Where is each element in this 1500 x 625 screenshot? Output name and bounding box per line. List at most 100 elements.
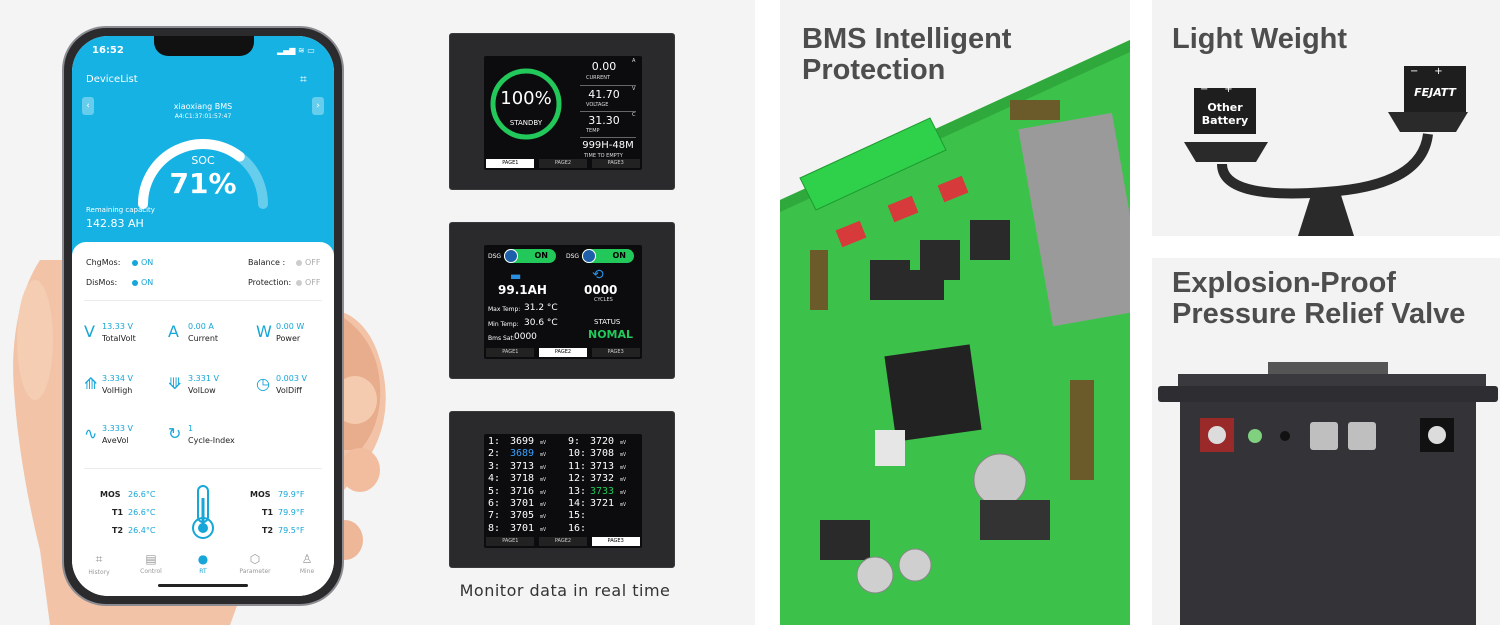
average-voltage-icon: ∿ (84, 424, 98, 443)
vol-diff-icon: ◷ (256, 374, 270, 393)
app-body: ChgMos: ON Balance : OFF DisMos: ON Prot… (72, 242, 334, 596)
page2-tab[interactable]: PAGE2 (538, 159, 587, 168)
metric-value: 13.33 V (102, 322, 133, 331)
soc-gauge (138, 139, 268, 209)
bms-title-line1: BMS Intelligent (802, 23, 1012, 55)
cell-voltage: 3701 (510, 522, 535, 534)
brand-battery-label: FEJATT (1414, 86, 1456, 99)
home-indicator[interactable] (158, 584, 248, 587)
page3-tab[interactable]: PAGE3 (591, 348, 640, 357)
voltage-value: 41.70 (588, 88, 620, 101)
tab-parameter[interactable]: ⬡Parameter (230, 552, 280, 575)
device-list-title[interactable]: DeviceList (86, 74, 138, 85)
cell-index: 7: (488, 510, 501, 522)
user-icon: ♙ (301, 552, 313, 566)
battery-icon: ▬ (510, 269, 522, 283)
cell-unit: mV (540, 501, 547, 508)
other-battery-label-1: Other (1207, 101, 1243, 114)
next-device-icon[interactable]: › (312, 97, 324, 115)
cell-unit: mV (620, 489, 627, 496)
temp-value: 79.9°F (278, 508, 305, 517)
page1-tab[interactable]: PAGE1 (486, 159, 535, 168)
temp-label: T1 (262, 508, 274, 517)
cell-index: 9: (568, 436, 581, 447)
cell-voltage-row: 15: (568, 510, 640, 522)
page2-tab[interactable]: PAGE2 (538, 348, 587, 357)
tab-label: Parameter (239, 568, 271, 575)
dismos-value: ON (141, 278, 154, 287)
lcd-display-page1: 100% STANDBY 0.00 A CURRENT 41.70 V VOLT… (449, 33, 675, 190)
power-icon: W (256, 322, 272, 341)
cell-unit: mV (540, 440, 547, 446)
cell-unit: mV (620, 452, 627, 459)
lcd-display-page2: DSG ON DSG ON ▬ ⟲ 99.1AH 0000 CYCLES Max… (449, 222, 675, 379)
balance-toggle[interactable]: OFF (296, 258, 321, 267)
soc-value: 71% (169, 167, 237, 200)
page3-tab[interactable]: PAGE3 (591, 159, 640, 168)
page-tabs: PAGE1 PAGE2 PAGE3 (484, 158, 642, 169)
dismos-toggle[interactable]: ON (132, 278, 153, 287)
protection-toggle[interactable]: OFF (296, 278, 321, 287)
dsg-switch-state: ON (612, 251, 627, 260)
cell-voltage-row: 4: 3718 mV (488, 473, 560, 485)
chgmos-label: ChgMos: (86, 258, 121, 267)
chgmos-toggle[interactable]: ON (132, 258, 153, 267)
tab-mine[interactable]: ♙Mine (282, 552, 332, 575)
battery-terminals-icon: − + (1410, 66, 1443, 77)
cycle-icon: ↻ (168, 424, 182, 443)
metric-value: 1 (188, 424, 194, 433)
cell-voltage: 3701 (510, 497, 535, 509)
page3-tab[interactable]: PAGE3 (591, 537, 640, 546)
cell-unit: mV (620, 440, 627, 446)
scan-icon[interactable]: ⌗ (300, 72, 307, 86)
cell-voltage: 3721 (590, 497, 615, 509)
page1-tab[interactable]: PAGE1 (486, 537, 535, 546)
vol-low-icon: ⟱ (168, 374, 182, 393)
cell-index: 2: (488, 448, 501, 460)
prev-device-icon[interactable]: ‹ (82, 97, 94, 115)
status-dot-icon (296, 259, 302, 266)
temp-label: MOS (100, 490, 121, 499)
cell-voltage: 3699 (510, 436, 535, 447)
metric-name: Current (188, 334, 219, 343)
tab-control[interactable]: ▤Control (126, 552, 176, 575)
cell-unit: mV (540, 477, 547, 484)
voltage-label: VOLTAGE (586, 102, 609, 108)
lcd-cycles: 0000 (584, 283, 618, 297)
metric-value: 0.00 A (188, 322, 214, 331)
metric-value: 3.334 V (102, 374, 133, 383)
lcd-cycles-label: CYCLES (594, 297, 613, 303)
cell-index: 14: (568, 497, 587, 509)
time-readout: 999H-48M TIME TO EMPTY (576, 138, 640, 159)
light-weight-panel: Light Weight − + Other Battery − + FEJAT… (1152, 0, 1500, 236)
balance-label: Balance : (248, 258, 286, 267)
metric-name: VolHigh (102, 386, 133, 395)
cell-index: 4: (488, 473, 501, 485)
app-and-display-panel: 16:52 ▂▄▆ ≋ ▭ DeviceList ⌗ ‹ › xiaoxiang… (0, 0, 755, 625)
light-weight-title: Light Weight (1172, 23, 1348, 55)
remaining-capacity-value: 142.83 AH (86, 217, 144, 230)
metric-name: VolLow (188, 386, 216, 395)
tab-history[interactable]: ⌗History (74, 552, 124, 576)
page1-tab[interactable]: PAGE1 (486, 348, 535, 357)
cell-unit: mV (540, 452, 547, 459)
cell-voltage: 3733 (590, 485, 615, 497)
cell-voltage: 3718 (510, 473, 535, 485)
balance-value: OFF (305, 258, 321, 267)
tab-label: History (88, 569, 110, 576)
time-label: TIME TO EMPTY (584, 153, 623, 159)
tab-rt[interactable]: ●RT (178, 552, 228, 575)
cell-unit: mV (540, 526, 547, 533)
tab-label: Control (140, 568, 162, 575)
temp-value: 31.30 (588, 114, 620, 127)
page2-tab[interactable]: PAGE2 (538, 537, 587, 546)
vol-high-icon: ⟰ (84, 374, 98, 393)
